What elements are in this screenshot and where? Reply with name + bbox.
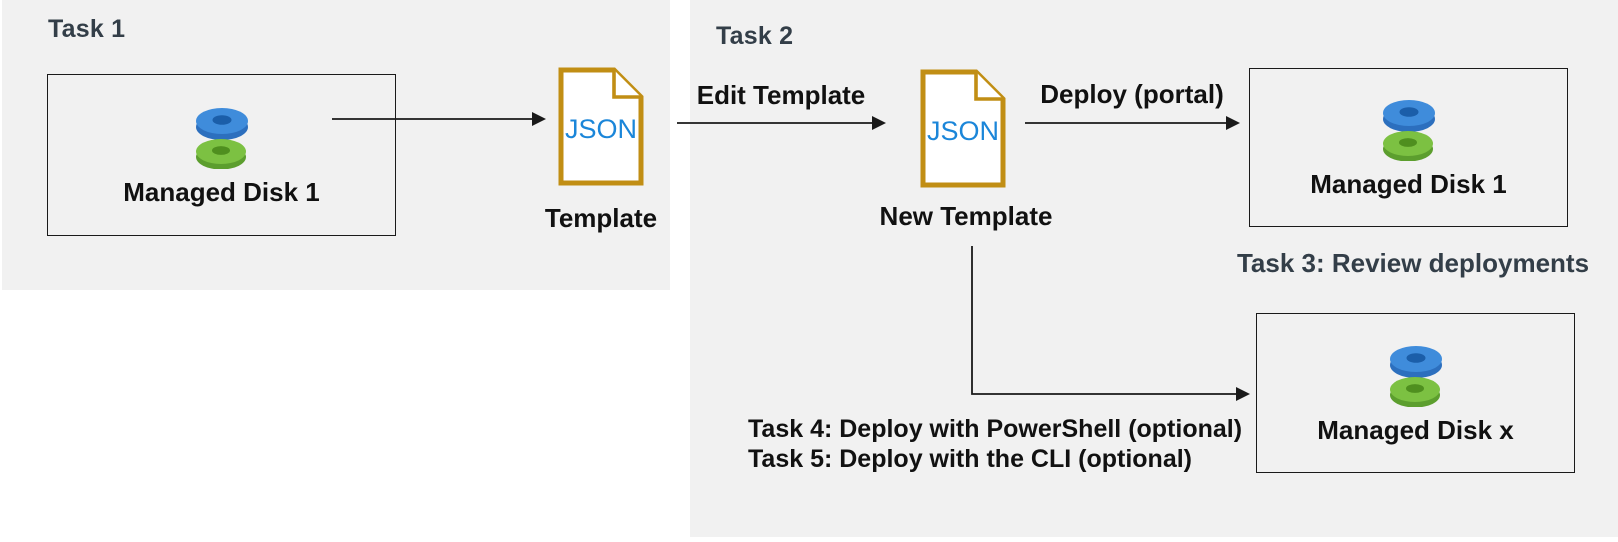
- task3-annotation: Task 3: Review deployments: [1236, 248, 1590, 278]
- managed-disk-1-source-label: Managed Disk 1: [123, 176, 320, 207]
- managed-disk-icon: [195, 107, 248, 169]
- managed-disk-1-deployed-box: Managed Disk 1: [1249, 68, 1568, 227]
- managed-disk-1-deployed-label: Managed Disk 1: [1310, 169, 1507, 199]
- managed-disk-1-source-box: Managed Disk 1: [47, 74, 396, 236]
- json-file-icon: JSON: [919, 68, 1007, 189]
- managed-disk-icon: [1389, 345, 1442, 407]
- task4-annotation: Task 4: Deploy with PowerShell (optional…: [748, 415, 1243, 443]
- managed-disk-x-label: Managed Disk x: [1317, 414, 1514, 445]
- task1-title: Task 1: [48, 15, 126, 43]
- managed-disk-icon: [1382, 100, 1435, 161]
- new-template-label: New Template: [879, 201, 1053, 231]
- task5-annotation: Task 5: Deploy with the CLI (optional): [748, 445, 1192, 473]
- json-file-type-text: JSON: [927, 116, 999, 146]
- json-file-type-text: JSON: [565, 114, 637, 144]
- json-file-icon: JSON: [557, 66, 645, 187]
- task45-annotation-block: Task 4: Deploy with PowerShell (optional…: [748, 414, 1242, 474]
- template-label: Template: [544, 203, 658, 233]
- managed-disk-x-box: Managed Disk x: [1256, 313, 1575, 473]
- deploy-portal-arrow-label: Deploy (portal): [1040, 79, 1224, 109]
- task2-title: Task 2: [716, 22, 794, 50]
- edit-template-arrow-label: Edit Template: [696, 80, 866, 110]
